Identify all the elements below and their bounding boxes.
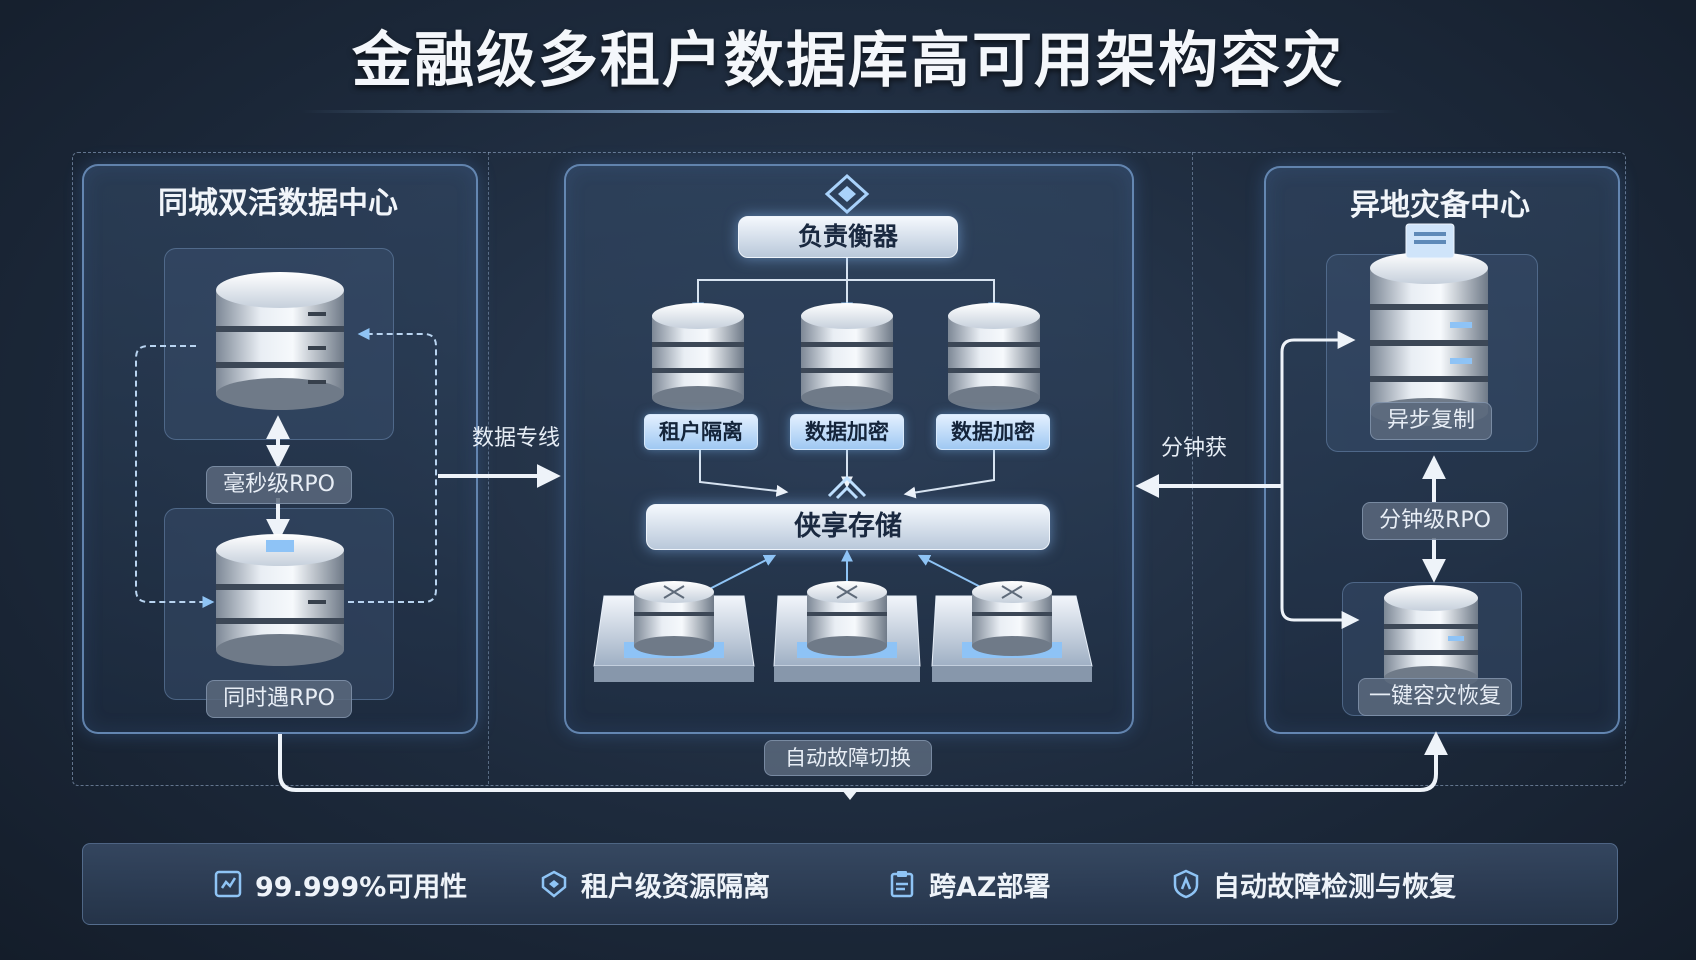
storage-platform-3 — [931, 581, 1093, 682]
minute-rpo-label: 分钟级RPO — [1362, 502, 1508, 540]
divider-left — [488, 152, 489, 784]
dedicated-line-label: 数据专线 — [471, 426, 560, 451]
data-encryption-tag-1: 数据加密 — [790, 414, 904, 450]
dr-restore-stack — [1384, 585, 1478, 690]
tenant-isolation-tag: 租户隔离 — [644, 414, 758, 450]
minute-link-label: 分钟获 — [1160, 436, 1227, 461]
primary-database-stack — [216, 272, 344, 410]
feature-auto-recovery-label: 自动故障检测与恢复 — [1213, 871, 1456, 903]
storage-emblem — [827, 475, 867, 500]
data-encryption-tag-2: 数据加密 — [936, 414, 1050, 450]
availability-icon — [214, 870, 242, 898]
shared-storage-bar: 侠享存储 — [646, 504, 1050, 550]
db-node-1 — [652, 303, 744, 410]
feature-bar: 99.999%可用性 租户级资源隔离 跨AZ部署 自动故障检测与恢复 — [82, 843, 1618, 925]
db-node-3 — [948, 303, 1040, 410]
right-panel-title: 异地灾备中心 — [1350, 188, 1530, 223]
failover-loop-notch — [842, 790, 858, 800]
db-node-2 — [801, 303, 893, 410]
left-sync-loop — [135, 328, 437, 608]
clipboard-icon — [890, 871, 914, 898]
async-replication-label: 异步复制 — [1370, 402, 1492, 440]
left-label-sync-rpo: 同时遇RPO — [206, 680, 352, 718]
left-panel-title: 同城双活数据中心 — [158, 186, 398, 221]
badge-icon — [1173, 869, 1199, 899]
architecture-frame — [72, 152, 1626, 786]
feature-cross-az-label: 跨AZ部署 — [929, 871, 1051, 903]
feature-tenant-isolation: 租户级资源隔离 — [539, 844, 770, 924]
left-label-ms-rpo: 毫秒级RPO — [206, 466, 352, 504]
one-click-restore-label: 一键容灾恢复 — [1358, 678, 1512, 716]
right-branch-arrows — [1280, 331, 1446, 629]
feature-availability: 99.999%可用性 — [213, 844, 467, 924]
storage-platform-1 — [593, 581, 755, 682]
load-balancer: 负责衡器 — [738, 216, 958, 258]
secondary-database-stack — [216, 534, 344, 666]
divider-right — [1192, 152, 1193, 784]
shield-icon — [541, 870, 567, 898]
feature-availability-label: 99.999%可用性 — [255, 871, 468, 903]
storage-platform-2 — [773, 581, 921, 682]
auto-failover-label: 自动故障切换 — [764, 740, 932, 776]
feature-tenant-isolation-label: 租户级资源隔离 — [581, 871, 770, 903]
feature-auto-recovery: 自动故障检测与恢复 — [1171, 844, 1456, 924]
cluster-emblem — [824, 173, 870, 215]
feature-cross-az: 跨AZ部署 — [887, 844, 1050, 924]
page-title: 金融级多租户数据库高可用架构容灾 — [352, 26, 1344, 96]
title-underline — [300, 110, 1400, 113]
dr-database-stack — [1370, 223, 1488, 426]
